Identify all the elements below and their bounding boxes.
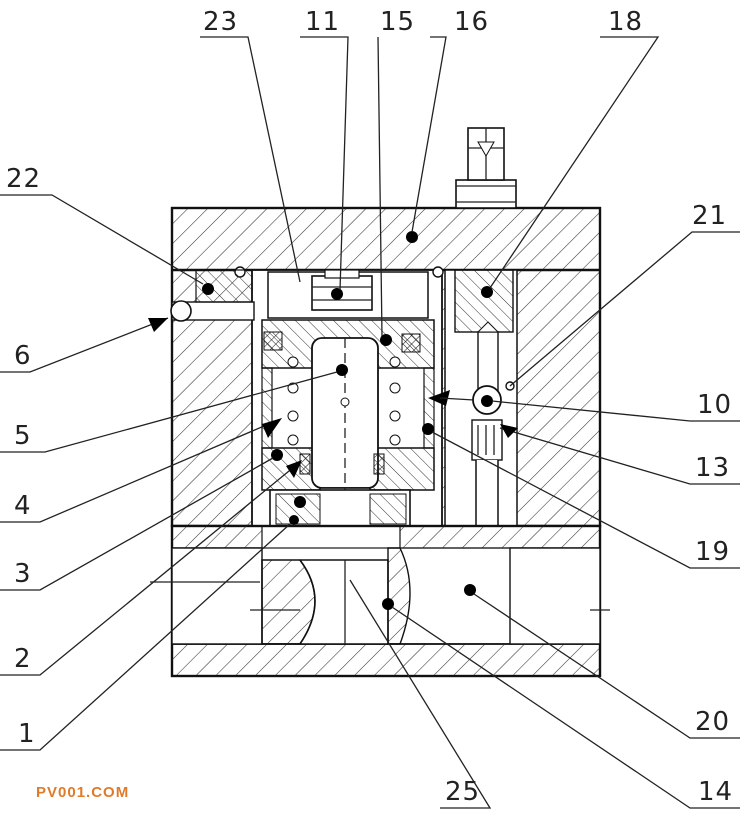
label-4: 4 xyxy=(14,491,32,521)
label-13: 13 xyxy=(695,453,730,483)
label-1: 1 xyxy=(18,719,36,749)
label-6: 6 xyxy=(14,341,32,371)
left-port xyxy=(170,269,255,322)
label-2: 2 xyxy=(14,644,32,674)
part-labels: 23 11 15 16 18 22 21 6 10 5 13 4 19 3 2 … xyxy=(6,7,733,807)
label-18: 18 xyxy=(608,7,643,37)
label-16: 16 xyxy=(454,7,489,37)
dot-14 xyxy=(382,598,394,610)
adjust-screw xyxy=(455,127,517,209)
label-3: 3 xyxy=(14,559,32,589)
dot-20 xyxy=(464,584,476,596)
label-14: 14 xyxy=(698,777,733,807)
label-15: 15 xyxy=(380,7,415,37)
label-20: 20 xyxy=(695,707,730,737)
label-19: 19 xyxy=(695,537,730,567)
spring xyxy=(287,356,401,446)
label-10: 10 xyxy=(697,390,732,420)
dot-22 xyxy=(202,283,214,295)
dot-18 xyxy=(481,286,493,298)
dot-3 xyxy=(271,449,283,461)
watermark: PV001.COM xyxy=(36,784,129,801)
dot-16 xyxy=(406,231,418,243)
label-21: 21 xyxy=(692,201,727,231)
dot-1 xyxy=(289,515,299,525)
dot-11 xyxy=(331,288,343,300)
label-11: 11 xyxy=(305,7,340,37)
lower-body xyxy=(150,524,610,678)
label-22: 22 xyxy=(6,164,41,194)
index-dots xyxy=(202,231,493,610)
label-25: 25 xyxy=(445,777,480,807)
top-chamber xyxy=(267,269,429,319)
label-23: 23 xyxy=(203,7,238,37)
dot-10 xyxy=(481,395,493,407)
dot-15 xyxy=(380,334,392,346)
dot-2 xyxy=(294,496,306,508)
label-5: 5 xyxy=(14,421,32,451)
dot-19 xyxy=(422,423,434,435)
leader-lines xyxy=(0,36,740,809)
dot-5 xyxy=(336,364,348,376)
